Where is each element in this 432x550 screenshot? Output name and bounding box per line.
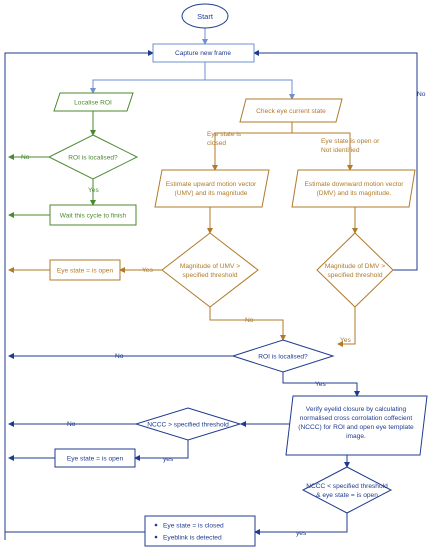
state-open-1-label: Eye state = is open [57, 268, 114, 275]
label-yes-combined: yes [296, 530, 307, 537]
edge-capture-split [90, 62, 206, 94]
wait-node: Wait this cycle to finish [49, 204, 137, 226]
label-eye-closed-2: closed [207, 140, 226, 147]
capture-node: Capture new frame [152, 43, 255, 63]
check-state-node: Check eye current state [239, 98, 343, 123]
result-line-2: Eyeblink is detected [163, 535, 222, 542]
result-line-1: Eye state = is closed [163, 523, 224, 530]
label-no-right-loop: No [417, 91, 426, 98]
verify-line-3: (NCCC) for ROI and open eye template [298, 424, 414, 431]
edge-check-split [212, 122, 293, 171]
localise-label: Localise ROI [74, 100, 112, 107]
estimate-dmv-line-1: Estimate downward motion vector [305, 181, 405, 188]
roi-localised-decision-2: ROI is localised? [231, 339, 335, 373]
verify-line-1: Verify eyelid closure by calculating [306, 406, 407, 413]
roi-localised-decision-1: ROI is localised? [47, 134, 139, 180]
label-yes-dmv: Yes [340, 337, 351, 344]
nccc-combined-line-2: & eye state = is open [316, 492, 378, 499]
connectors [4, 28, 418, 540]
nccc-combined-line-1: NCCC < specified threshold [306, 483, 388, 490]
result-node: Eye state = is closed Eyeblink is detect… [144, 515, 256, 547]
umv-threshold-decision: Magnitude of UMV > specified threshold [161, 232, 259, 308]
umv-threshold-line-2: specified threshold [183, 272, 238, 279]
label-eye-open-1: Eye state is open or [321, 138, 380, 145]
start-node: Start [181, 3, 229, 29]
label-yes-nccc: yes [163, 456, 174, 463]
edge-roi2-yes [282, 372, 360, 397]
nccc-threshold-decision: NCCC > specified threshold [134, 407, 242, 441]
capture-label: Capture new frame [175, 50, 231, 57]
label-yes-roi1: Yes [88, 187, 99, 194]
label-yes-roi2: Yes [315, 381, 326, 388]
wait-label: Wait this cycle to finish [60, 213, 127, 220]
label-no-roi2: No [115, 353, 124, 360]
state-open-2-label: Eye state = is open [67, 456, 124, 463]
edge-split-check [205, 79, 295, 100]
start-label: Start [197, 12, 214, 21]
roi-localised-1-label: ROI is localised? [68, 155, 118, 162]
label-eye-open-2: Not identified [321, 147, 360, 154]
state-open-node-1: Eye state = is open [49, 259, 121, 281]
edge-labels: No Yes Eye state is closed Eye state is … [21, 91, 426, 537]
nccc-threshold-label: NCCC > specified threshold [147, 422, 229, 429]
dmv-threshold-decision: Magnitude of DMV > specified threshold [316, 232, 394, 308]
edge-dmv-no-loop [253, 50, 418, 271]
verify-node: Verify eyelid closure by calculating nor… [285, 395, 428, 456]
edge-combined-yes [254, 513, 348, 535]
estimate-dmv-node: Estimate downward motion vector (DMV) an… [291, 169, 416, 208]
edge-dmv-yes [337, 307, 356, 347]
label-no-roi1: No [21, 154, 30, 161]
edge-umv-no [209, 307, 286, 341]
roi-localised-2-label: ROI is localised? [258, 354, 308, 361]
state-open-node-2: Eye state = is open [54, 448, 136, 468]
result-bullet-2 [154, 535, 158, 539]
estimate-dmv-line-2: (DMV) and its magnitude. [317, 190, 392, 197]
edge-left-return [4, 50, 154, 540]
dmv-threshold-line-1: Magnitude of DMV > [325, 263, 385, 270]
dmv-threshold-line-2: specified threshold [328, 272, 383, 279]
label-yes-umv: Yes [142, 267, 153, 274]
verify-line-4: image. [346, 433, 366, 440]
result-bullet-1 [154, 523, 158, 527]
estimate-umv-line-2: (UMV) and its magnitude [175, 190, 248, 197]
nccc-combined-decision: NCCC < specified threshold & eye state =… [301, 466, 393, 514]
label-no-nccc: No [67, 421, 76, 428]
umv-threshold-line-1: Magnitude of UMV > [180, 263, 240, 270]
label-no-umv: No [245, 317, 254, 324]
edge-nccc-yes [134, 440, 189, 461]
verify-line-2: normalised cross corrolation coffecient [300, 415, 413, 422]
edge-split-dmv [292, 132, 353, 171]
estimate-umv-line-1: Estimate upward motion vector [166, 181, 257, 188]
estimate-umv-node: Estimate upward motion vector (UMV) and … [154, 169, 270, 208]
check-state-label: Check eye current state [256, 108, 326, 115]
label-eye-closed-1: Eye state is [207, 131, 242, 138]
localise-roi-node: Localise ROI [53, 92, 134, 112]
